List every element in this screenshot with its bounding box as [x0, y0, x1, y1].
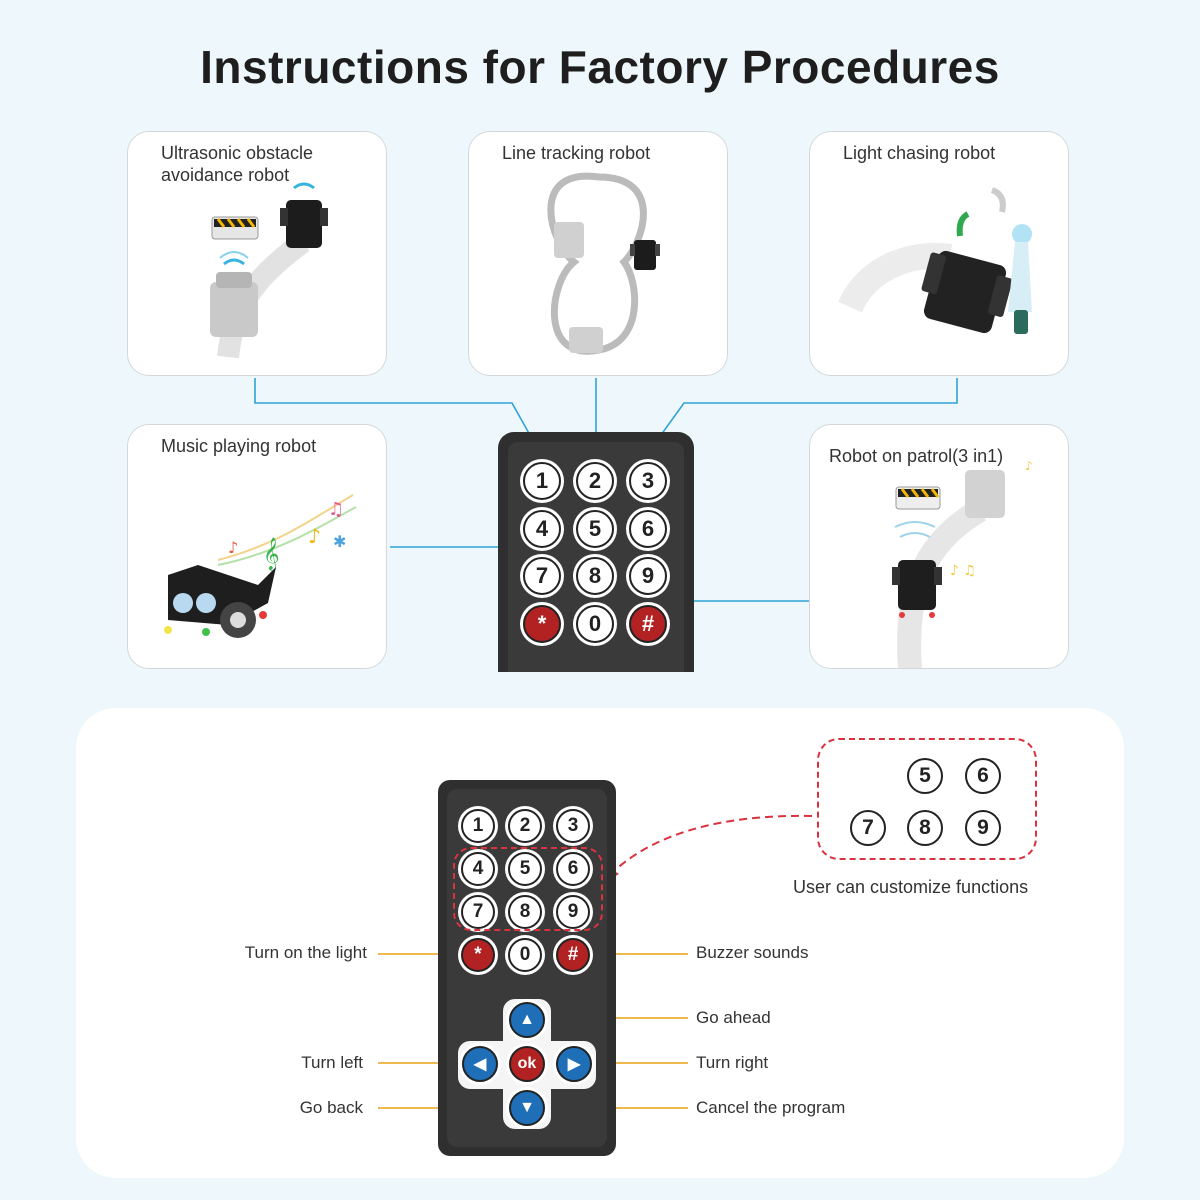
ok-button[interactable]: ok [509, 1046, 545, 1082]
card-title: Line tracking robot [502, 143, 651, 163]
card-title: Robot on patrol(3 in1) [829, 446, 1004, 466]
custom-key[interactable]: 6 [965, 758, 1001, 794]
page-title: Instructions for Factory Procedures [200, 41, 1000, 93]
patrol-robot-illustration: ♪ ♫ ♪ [892, 459, 1033, 668]
svg-text:♫: ♫ [328, 499, 344, 520]
label-turn-on-light: Turn on the light [244, 943, 367, 962]
music-robot-illustration: 𝄞 ♪ ♫ ✱ ♪ [164, 494, 357, 638]
remote-bottom-key[interactable]: 0 [508, 938, 542, 972]
label-go-back: Go back [299, 1098, 363, 1117]
light-chasing-illustration [838, 187, 1032, 334]
svg-text:♪: ♪ [1025, 459, 1033, 473]
remote-bottom-key[interactable]: * [461, 938, 495, 972]
up-button[interactable]: ▲ [509, 1002, 545, 1038]
remote-bottom-key[interactable]: 6 [556, 852, 590, 886]
customize-label: User can customize functions [793, 877, 1029, 897]
svg-text:♪ ♫: ♪ ♫ [950, 563, 976, 579]
custom-key[interactable]: 8 [907, 810, 943, 846]
remote-top-key[interactable]: * [523, 605, 561, 643]
line-track-illustration [547, 172, 660, 355]
remote-bottom-key[interactable]: 3 [556, 809, 590, 843]
card-ultrasonic: Ultrasonic obstacle avoidance robot [127, 131, 387, 376]
remote-bottom-key[interactable]: 2 [508, 809, 542, 843]
remote-top-key[interactable]: 2 [576, 462, 614, 500]
svg-text:✱: ✱ [333, 532, 346, 551]
card-music: 𝄞 ♪ ♫ ✱ ♪ Music playing robot [127, 424, 387, 669]
remote-bottom-key[interactable]: 8 [508, 895, 542, 929]
svg-text:♪: ♪ [308, 524, 321, 548]
label-turn-left: Turn left [301, 1053, 363, 1072]
label-turn-right: Turn right [696, 1053, 769, 1072]
svg-text:𝄞: 𝄞 [263, 537, 280, 571]
svg-text:♪: ♪ [228, 538, 238, 557]
remote-top-key[interactable]: 7 [523, 557, 561, 595]
card-title: Music playing robot [161, 436, 317, 456]
left-button[interactable]: ◀ [462, 1046, 498, 1082]
custom-key[interactable]: 5 [907, 758, 943, 794]
custom-key[interactable]: 7 [850, 810, 886, 846]
label-go-ahead: Go ahead [696, 1008, 771, 1027]
card-title: Ultrasonic obstacle avoidance robot [161, 143, 314, 185]
remote-top-key[interactable]: 9 [629, 557, 667, 595]
remote-top-key[interactable]: 4 [523, 510, 561, 548]
customizable-keys-box [817, 738, 1037, 860]
remote-top-key[interactable]: 8 [576, 557, 614, 595]
remote-top-key[interactable]: 5 [576, 510, 614, 548]
custom-key[interactable]: 9 [965, 810, 1001, 846]
card-patrol: ♪ ♫ ♪ Robot on patrol(3 in1) [809, 424, 1069, 669]
label-buzzer: Buzzer sounds [696, 943, 809, 962]
remote-bottom-key[interactable]: 1 [461, 809, 495, 843]
remote-bottom-key[interactable]: 9 [556, 895, 590, 929]
remote-bottom-key[interactable]: # [556, 938, 590, 972]
remote-top-key[interactable]: 6 [629, 510, 667, 548]
down-button[interactable]: ▼ [509, 1090, 545, 1126]
label-cancel-program: Cancel the program [696, 1098, 846, 1117]
remote-bottom-key[interactable]: 5 [508, 852, 542, 886]
remote-top-key[interactable]: 1 [523, 462, 561, 500]
card-line-tracking: Line tracking robot [468, 131, 728, 376]
remote-top-key[interactable]: # [629, 605, 667, 643]
card-light-chasing: Light chasing robot [809, 131, 1069, 376]
right-button[interactable]: ▶ [556, 1046, 592, 1082]
custom-keys-highlight [453, 847, 603, 931]
remote-top-key[interactable]: 0 [576, 605, 614, 643]
ultrasonic-robot-illustration [210, 182, 328, 359]
remote-top-key[interactable]: 3 [629, 462, 667, 500]
card-title: Light chasing robot [843, 143, 996, 163]
